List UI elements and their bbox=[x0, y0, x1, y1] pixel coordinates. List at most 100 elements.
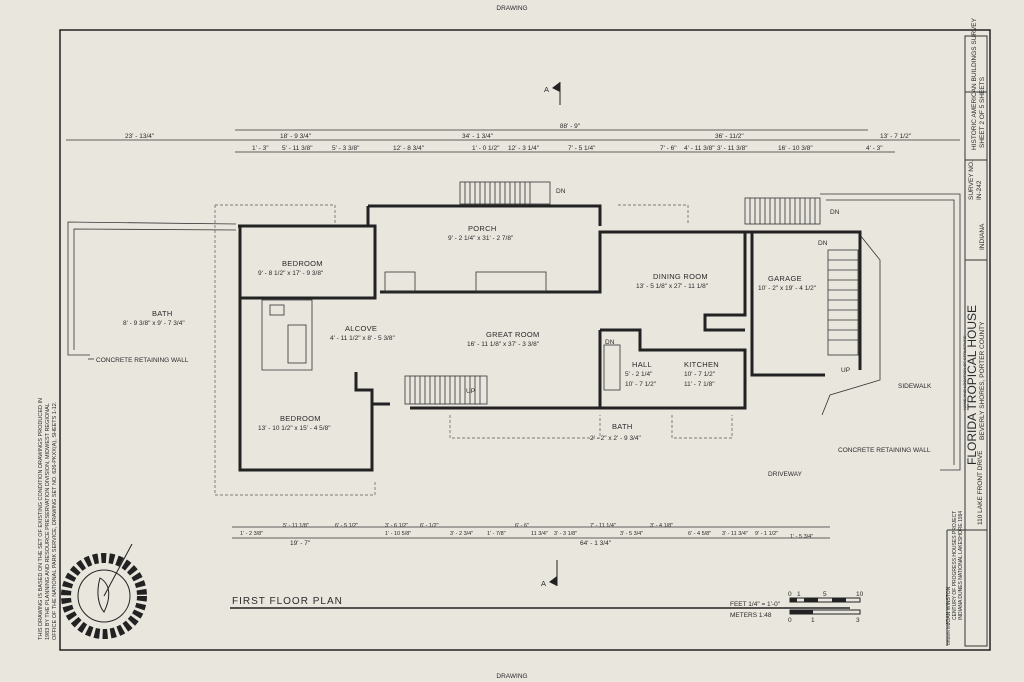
label-sidewalk: SIDEWALK bbox=[898, 383, 932, 390]
index: INDIANA bbox=[979, 223, 986, 250]
bottom-note: DRAWING bbox=[496, 673, 527, 680]
svg-text:3' - 5 3/4": 3' - 5 3/4" bbox=[620, 531, 643, 537]
project: CENTURY OF PROGRESS HOUSES PROJECT bbox=[952, 511, 958, 620]
sheet-of: SHEET 2 OF 5 SHEETS bbox=[979, 76, 986, 148]
svg-text:13' - 7 1/2": 13' - 7 1/2" bbox=[880, 133, 912, 140]
svg-text:6' - 4 5/8": 6' - 4 5/8" bbox=[688, 531, 711, 537]
svg-text:3' - 6 1/2": 3' - 6 1/2" bbox=[385, 523, 408, 529]
section-marker-top: A bbox=[544, 82, 561, 105]
svg-text:16' - 11 1/8" x 37' - 3 3/8": 16' - 11 1/8" x 37' - 3 3/8" bbox=[467, 341, 540, 348]
svg-text:5' - 11 3/8": 5' - 11 3/8" bbox=[282, 145, 313, 152]
room-dining-room: DINING ROOM bbox=[653, 272, 708, 281]
svg-text:16' - 10 3/8": 16' - 10 3/8" bbox=[778, 145, 813, 152]
hab-survey: HISTORIC AMERICAN BUILDINGS SURVEY bbox=[971, 17, 978, 150]
svg-text:DN: DN bbox=[605, 339, 615, 346]
room-bath-small: BATH bbox=[612, 422, 633, 431]
svg-text:19' - 7": 19' - 7" bbox=[290, 540, 311, 547]
room-alcove: ALCOVE bbox=[345, 324, 377, 333]
svg-text:1' - 3": 1' - 3" bbox=[252, 145, 269, 152]
room-bath: BATH bbox=[152, 309, 173, 318]
svg-text:9' - 1 1/2": 9' - 1 1/2" bbox=[755, 531, 778, 537]
room-great-room: GREAT ROOM bbox=[486, 330, 540, 339]
svg-text:34' - 1 3/4": 34' - 1 3/4" bbox=[462, 133, 494, 140]
top-dimensions: 88' - 9" 23' - 13/4" 13' - 7 1/2" 18' - … bbox=[66, 123, 960, 153]
room-hall: HALL bbox=[632, 360, 652, 369]
svg-text:9' - 8 1/2" x 17' - 9 3/8": 9' - 8 1/2" x 17' - 9 3/8" bbox=[258, 270, 324, 277]
svg-text:8' - 9 3/8" x 9' - 7 3/4": 8' - 9 3/8" x 9' - 7 3/4" bbox=[123, 320, 185, 327]
svg-text:3' - 2 3/4": 3' - 2 3/4" bbox=[450, 531, 473, 537]
retaining-wall-right bbox=[820, 193, 961, 471]
structure-title: FLORIDA TROPICAL HOUSE bbox=[965, 305, 979, 465]
structure-location: BEVERLY SHORES, PORTER COUNTY bbox=[979, 321, 986, 440]
svg-text:1' - 5 3/4": 1' - 5 3/4" bbox=[790, 534, 813, 540]
svg-text:5' - 11 1/8": 5' - 11 1/8" bbox=[283, 523, 309, 529]
svg-text:10: 10 bbox=[856, 591, 864, 598]
svg-text:6' - 1/2": 6' - 1/2" bbox=[420, 523, 439, 529]
svg-text:6' - 6": 6' - 6" bbox=[515, 523, 529, 529]
svg-text:4' - 3": 4' - 3" bbox=[866, 145, 883, 152]
svg-text:DN: DN bbox=[830, 209, 840, 216]
svg-text:4' - 11 1/2" x 8' - 5 3/8": 4' - 11 1/2" x 8' - 5 3/8" bbox=[330, 335, 395, 342]
svg-text:UP: UP bbox=[466, 388, 475, 395]
name-label: NAME AND LOCATION OF STRUCTURE bbox=[962, 335, 967, 410]
svg-text:0: 0 bbox=[788, 591, 792, 598]
svg-text:1' - 0 1/2": 1' - 0 1/2" bbox=[472, 145, 500, 152]
room-kitchen: KITCHEN bbox=[684, 360, 719, 369]
svg-text:OFFICE OF THE NATIONAL PARK SE: OFFICE OF THE NATIONAL PARK SERVICE, DRA… bbox=[52, 401, 58, 640]
svg-text:UP: UP bbox=[841, 367, 850, 374]
delineator: JOAN WINSTON bbox=[946, 586, 952, 625]
delineator-label: DRAWN BY bbox=[946, 623, 951, 645]
label-driveway: DRIVEWAY bbox=[768, 471, 803, 478]
svg-text:A: A bbox=[544, 85, 549, 94]
svg-text:88' - 9": 88' - 9" bbox=[560, 123, 581, 130]
svg-text:5: 5 bbox=[823, 591, 827, 598]
svg-text:5' - 3 3/8": 5' - 3 3/8" bbox=[332, 145, 360, 152]
drawing-title: FIRST FLOOR PLAN bbox=[232, 596, 343, 607]
svg-text:3' - 4 1/8": 3' - 4 1/8" bbox=[650, 523, 673, 529]
building-walls bbox=[238, 204, 862, 472]
svg-text:9' - 2 1/4" x 31' - 2 7/8": 9' - 2 1/4" x 31' - 2 7/8" bbox=[448, 235, 514, 242]
svg-text:1' - 2 3/8": 1' - 2 3/8" bbox=[240, 531, 263, 537]
stairs: DN DN DN DN UP UP bbox=[404, 181, 859, 405]
svg-text:0: 0 bbox=[788, 617, 792, 624]
svg-text:3' - 3 1/8": 3' - 3 1/8" bbox=[554, 531, 577, 537]
svg-text:1' - 10 5/8": 1' - 10 5/8" bbox=[385, 531, 411, 537]
top-note: DRAWING bbox=[496, 5, 527, 12]
svg-text:11 3/4": 11 3/4" bbox=[531, 531, 548, 537]
survey-no-label: SURVEY NO. bbox=[968, 160, 975, 200]
svg-text:36' - 11/2": 36' - 11/2" bbox=[715, 133, 744, 140]
svg-text:1: 1 bbox=[797, 591, 801, 598]
section-marker-bottom: A bbox=[541, 560, 558, 588]
svg-text:1: 1 bbox=[811, 617, 815, 624]
sidewalk-path bbox=[821, 234, 881, 416]
label-concrete-wall-left: CONCRETE RETAINING WALL bbox=[96, 357, 189, 364]
svg-text:METERS 1:48: METERS 1:48 bbox=[730, 612, 772, 619]
svg-text:6' - 5 1/2": 6' - 5 1/2" bbox=[335, 523, 358, 529]
svg-text:11' - 7 1/8": 11' - 7 1/8" bbox=[684, 381, 715, 388]
left-note: THIS DRAWING IS BASED ON THE SET OF EXIS… bbox=[38, 398, 58, 640]
scale-bar: FEET 1/4" = 1'-0" METERS 1:48 0 1 5 10 0… bbox=[730, 591, 864, 624]
svg-text:7' - 11 1/4": 7' - 11 1/4" bbox=[590, 523, 616, 529]
structure-address: 110 LAKE FRONT DRIVE bbox=[977, 450, 984, 525]
svg-text:THIS DRAWING IS BASED ON THE S: THIS DRAWING IS BASED ON THE SET OF EXIS… bbox=[38, 398, 44, 640]
svg-text:18' - 9 3/4": 18' - 9 3/4" bbox=[280, 133, 312, 140]
svg-text:4' - 11 3/8": 4' - 11 3/8" bbox=[684, 145, 715, 152]
sheet-border bbox=[59, 29, 991, 651]
svg-text:12' - 3 1/4": 12' - 3 1/4" bbox=[508, 145, 540, 152]
room-garage: GARAGE bbox=[768, 274, 802, 283]
bottom-dimensions: 1' - 2 3/8" 5' - 11 1/8" 6' - 5 1/2" 3' … bbox=[232, 523, 830, 547]
svg-text:7' - 5 1/4": 7' - 5 1/4" bbox=[568, 145, 596, 152]
room-porch: PORCH bbox=[468, 224, 497, 233]
room-bedroom-1: BEDROOM bbox=[282, 259, 323, 268]
svg-text:DN: DN bbox=[556, 188, 566, 195]
svg-text:12' - 8 3/4": 12' - 8 3/4" bbox=[393, 145, 425, 152]
svg-text:23' - 13/4": 23' - 13/4" bbox=[125, 133, 155, 140]
room-bedroom-2: BEDROOM bbox=[280, 414, 321, 423]
room-labels: BEDROOM 9' - 8 1/2" x 17' - 9 3/8" BATH … bbox=[123, 224, 817, 442]
svg-text:64' - 1 3/4": 64' - 1 3/4" bbox=[580, 540, 612, 547]
title-block: HISTORIC AMERICAN BUILDINGS SURVEY SHEET… bbox=[946, 17, 986, 645]
svg-text:FEET 1/4" = 1'-0": FEET 1/4" = 1'-0" bbox=[730, 601, 781, 608]
park: INDIANA DUNES NATIONAL LAKESHORE 1994 bbox=[958, 511, 964, 620]
svg-text:10' - 2" x 19' - 4 1/2": 10' - 2" x 19' - 4 1/2" bbox=[758, 285, 817, 292]
